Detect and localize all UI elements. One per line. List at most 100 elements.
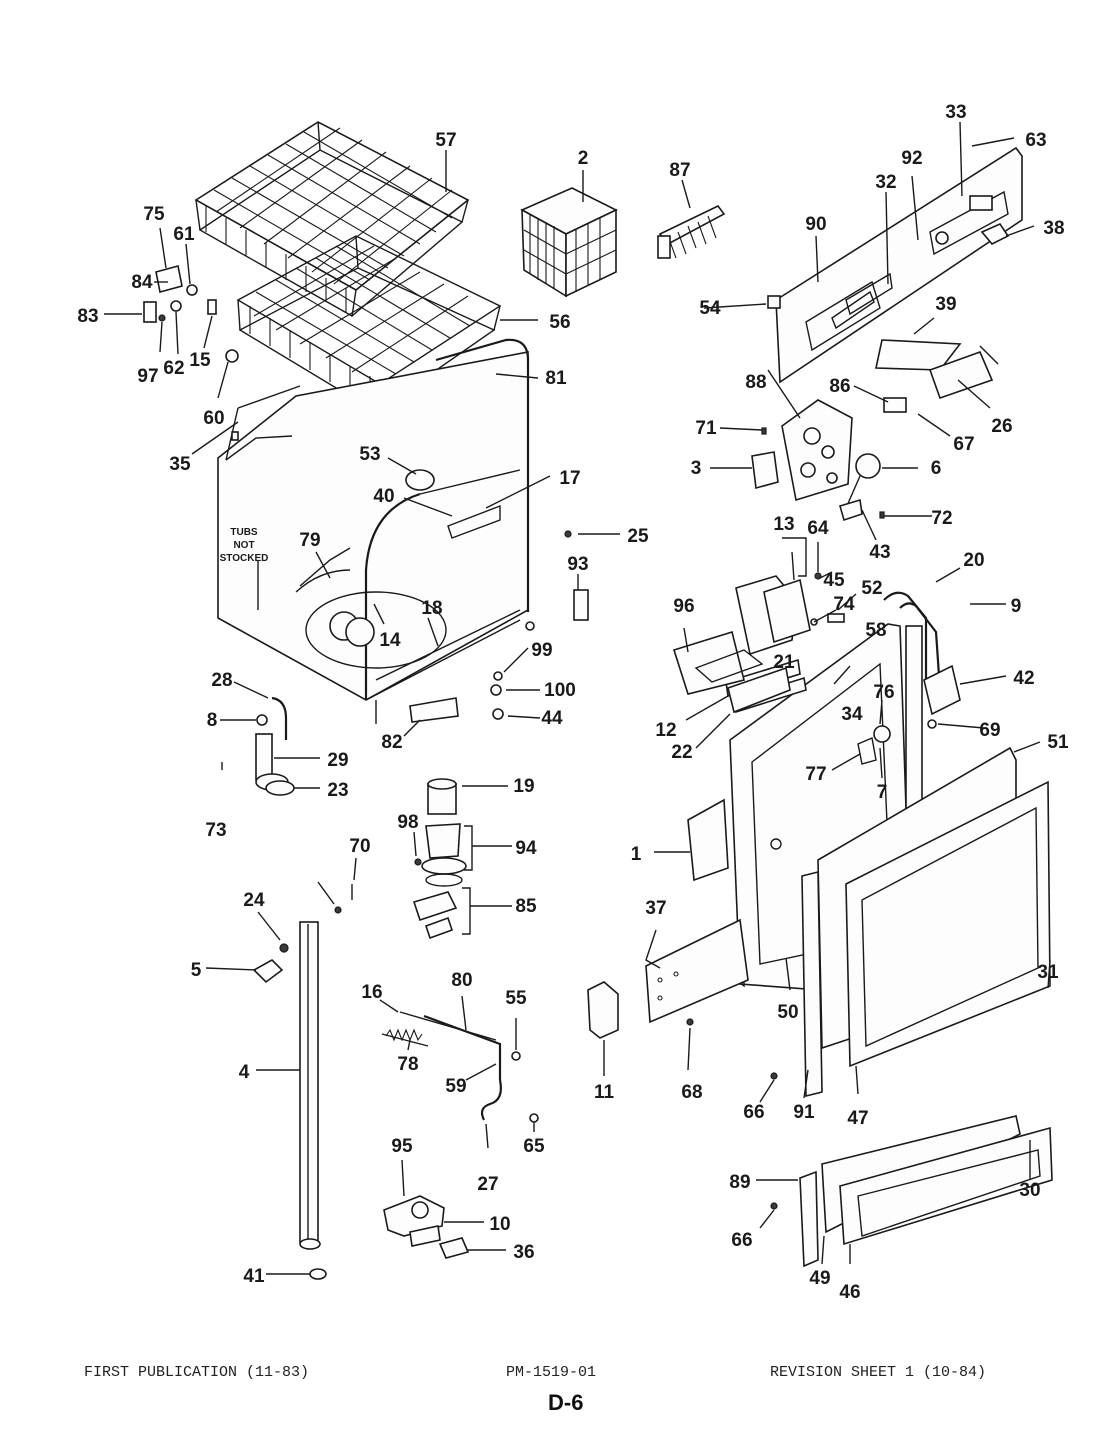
door-panels — [799, 746, 1053, 1268]
part-label-12: 12 — [655, 720, 676, 741]
part-label-74: 74 — [833, 594, 855, 615]
part-label-7: 7 — [877, 782, 888, 803]
part-label-55: 55 — [505, 988, 527, 1009]
part-label-85: 85 — [515, 896, 537, 917]
part-label-63: 63 — [1025, 130, 1046, 151]
part-label-21: 21 — [773, 652, 795, 673]
part-label-65: 65 — [523, 1136, 545, 1157]
part-label-91: 91 — [793, 1102, 815, 1123]
part-label-98: 98 — [397, 812, 418, 833]
part-label-57: 57 — [435, 130, 456, 151]
part-label-22: 22 — [671, 742, 692, 763]
small-fasteners — [490, 530, 937, 1210]
upper-rack — [194, 121, 470, 317]
pump-motor — [334, 778, 467, 940]
part-label-39: 39 — [935, 294, 956, 315]
part-label-6: 6 — [931, 458, 942, 479]
part-label-45: 45 — [823, 570, 845, 591]
part-label-28: 28 — [211, 670, 232, 691]
part-label-30: 30 — [1019, 1180, 1040, 1201]
part-label-27: 27 — [477, 1174, 498, 1195]
tub-note-line-3: STOCKED — [220, 553, 269, 564]
manual-number: PM-1519-01 — [506, 1364, 597, 1381]
page-identifier: D-6 — [548, 1390, 584, 1415]
drain-hose-parts — [221, 696, 295, 796]
part-label-66-lower: 66 — [731, 1230, 752, 1251]
part-label-75: 75 — [143, 204, 165, 225]
part-label-46: 46 — [839, 1282, 860, 1303]
part-label-1: 1 — [631, 844, 642, 865]
part-label-32: 32 — [875, 172, 896, 193]
leader-lines — [104, 121, 1051, 1275]
part-label-9: 9 — [1011, 596, 1022, 617]
side-rail — [252, 921, 327, 1280]
part-label-99: 99 — [531, 640, 552, 661]
part-label-38: 38 — [1043, 218, 1064, 239]
part-label-72: 72 — [931, 508, 952, 529]
part-label-49: 49 — [809, 1268, 830, 1289]
tub-note-line-2: NOT — [233, 540, 254, 551]
part-label-16: 16 — [361, 982, 382, 1003]
revision-note: REVISION SHEET 1 (10-84) — [770, 1364, 987, 1381]
part-label-29: 29 — [327, 750, 348, 771]
part-label-58: 58 — [865, 620, 886, 641]
part-label-61: 61 — [173, 224, 195, 245]
part-label-71: 71 — [695, 418, 717, 439]
control-knob-clip — [767, 295, 781, 309]
part-label-68: 68 — [681, 1082, 702, 1103]
part-label-81: 81 — [545, 368, 567, 389]
part-label-51: 51 — [1047, 732, 1069, 753]
part-label-95: 95 — [391, 1136, 413, 1157]
tub-assembly — [217, 338, 535, 724]
part-label-20: 20 — [963, 550, 984, 571]
part-label-41: 41 — [243, 1266, 265, 1287]
part-label-18: 18 — [421, 598, 442, 619]
part-label-43: 43 — [869, 542, 890, 563]
first-publication-note: FIRST PUBLICATION (11-83) — [84, 1364, 310, 1381]
part-label-62: 62 — [163, 358, 184, 379]
part-label-80: 80 — [451, 970, 472, 991]
part-label-14: 14 — [379, 630, 401, 651]
part-label-86: 86 — [829, 376, 850, 397]
part-label-3: 3 — [691, 458, 702, 479]
part-label-96: 96 — [673, 596, 694, 617]
part-label-40: 40 — [373, 486, 394, 507]
part-label-64: 64 — [807, 518, 829, 539]
part-label-23: 23 — [327, 780, 348, 801]
part-label-36: 36 — [513, 1242, 534, 1263]
part-label-73: 73 — [205, 820, 226, 841]
part-label-78: 78 — [397, 1054, 418, 1075]
part-label-37: 37 — [645, 898, 666, 919]
part-label-69: 69 — [979, 720, 1000, 741]
part-label-90: 90 — [805, 214, 826, 235]
part-label-26: 26 — [991, 416, 1012, 437]
part-label-34: 34 — [841, 704, 863, 725]
part-label-94: 94 — [515, 838, 537, 859]
part-label-84: 84 — [131, 272, 153, 293]
water-valve — [383, 1195, 470, 1259]
door-spring-and-cable — [381, 1011, 539, 1123]
part-label-56: 56 — [549, 312, 570, 333]
part-label-52: 52 — [861, 578, 882, 599]
part-label-60: 60 — [203, 408, 224, 429]
part-label-79: 79 — [299, 530, 320, 551]
part-label-97: 97 — [137, 366, 158, 387]
part-label-93: 93 — [567, 554, 588, 575]
part-label-15: 15 — [189, 350, 211, 371]
part-label-13: 13 — [773, 514, 794, 535]
part-label-33: 33 — [945, 102, 966, 123]
console-brackets — [672, 572, 845, 714]
tub-note-line-1: TUBS — [230, 527, 258, 538]
switch-block — [875, 339, 999, 413]
part-label-53: 53 — [359, 444, 380, 465]
timer — [751, 399, 885, 522]
part-label-83: 83 — [77, 306, 98, 327]
part-label-92: 92 — [901, 148, 922, 169]
part-label-44: 44 — [541, 708, 563, 729]
part-label-66-upper: 66 — [743, 1102, 764, 1123]
part-label-10: 10 — [489, 1214, 510, 1235]
part-label-59: 59 — [445, 1076, 466, 1097]
part-label-50: 50 — [777, 1002, 798, 1023]
part-label-67: 67 — [953, 434, 974, 455]
